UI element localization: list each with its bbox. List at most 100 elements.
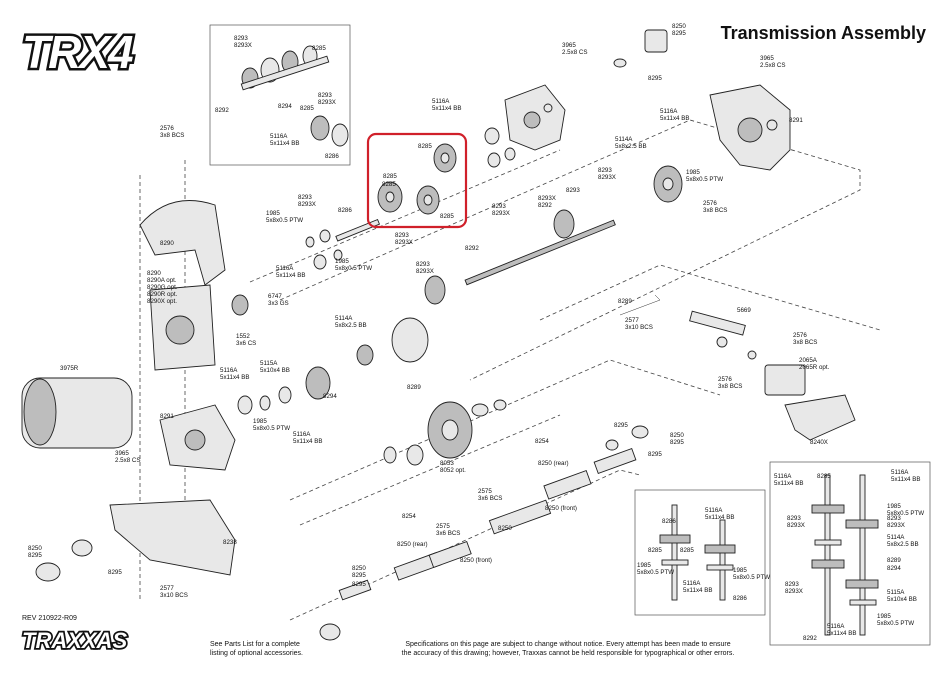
part-callout-label: 8290R opt.: [147, 291, 178, 298]
part-callout-label: 5669: [737, 307, 751, 314]
part-callout-label: 2065A: [799, 357, 818, 364]
part-callout-label: 5x11x4 BB: [660, 115, 689, 122]
highlight-box: [366, 132, 468, 229]
part-callout-label: 8250: [670, 432, 684, 439]
part-callout-label: 2575: [436, 523, 450, 530]
part-callout-label: 2577: [160, 585, 174, 592]
part-callout-label: 5x8x0.5 PTW: [733, 574, 770, 581]
part-callout-label: 8293: [416, 261, 430, 268]
page-title: Transmission Assembly: [721, 23, 926, 43]
part-callout-label: 8295: [108, 569, 122, 576]
inset-gear-stack: [240, 45, 349, 147]
part-callout-label: 8293: [887, 515, 901, 522]
part-callout-label: 8295: [614, 422, 628, 429]
part-callout-label: 8294: [278, 103, 292, 110]
part-callout-label: 5x11x4 BB: [705, 514, 734, 521]
part-callout-label: 8286: [733, 595, 747, 602]
part-callout-label: 3x8 BCS: [160, 132, 184, 139]
part-callout-label: 8285: [312, 45, 326, 52]
part-callout-label: 5116A: [683, 580, 701, 587]
part-callout-label: 8254: [535, 438, 549, 445]
part-callout-label: 3x10 BCS: [160, 592, 188, 599]
part-callout-label: 8292: [538, 202, 552, 209]
part-callout-label: 8286: [325, 153, 339, 160]
middle-drive-parts: [237, 317, 507, 466]
part-callout-label: 2576: [718, 376, 732, 383]
part-callout-label: 8293: [598, 167, 612, 174]
part-callout-label: 8285: [418, 143, 432, 150]
part-callout-label: 5x11x4 BB: [432, 105, 461, 112]
part-callout-label: 8293X: [538, 195, 556, 202]
part-callout-label: 3965: [760, 55, 774, 62]
part-callout-label: 8295: [672, 30, 686, 37]
part-callout-label: 8286: [662, 518, 676, 525]
part-callout-label: 8295: [28, 552, 42, 559]
part-callout-label: 5116A: [705, 507, 723, 514]
part-callout-label: 5x8x0.5 PTW: [335, 265, 372, 272]
part-callout-label: 8290X opt.: [147, 298, 177, 305]
part-callout-label: 8285: [817, 473, 831, 480]
part-callout-label: 8250: [498, 525, 512, 532]
part-callout-label: 8293: [566, 187, 580, 194]
part-callout-label: 8293X: [785, 588, 803, 595]
part-callout-label: 5116A: [432, 98, 450, 105]
part-callout-label: 8293: [318, 92, 332, 99]
traxxas-logo: TRAXXAS: [22, 628, 127, 653]
part-callout-label: 1985: [637, 562, 651, 569]
part-callout-label: 5116A: [220, 367, 238, 374]
part-callout-label: 8292: [215, 107, 229, 114]
parts-note-line-1: See Parts List for a complete: [210, 641, 300, 648]
disclaimer-line-1: Specifications on this page are subject …: [405, 641, 730, 648]
part-callout-label: 8293: [787, 515, 801, 522]
part-callout-label: 3965: [562, 42, 576, 49]
part-callout-label: 8053: [440, 460, 454, 467]
part-callout-label: 8285: [300, 105, 314, 112]
part-callout-label: 5x11x4 BB: [774, 480, 803, 487]
part-callout-label: 5115A: [887, 589, 905, 596]
driveshafts: [319, 425, 649, 641]
part-callout-label: 5x11x4 BB: [220, 374, 249, 381]
part-callout-label: 8294: [323, 393, 337, 400]
part-callout-label: 5116A: [891, 469, 909, 476]
part-callout-label: 8293X: [416, 268, 434, 275]
part-callout-label: 1985: [253, 418, 267, 425]
part-callout-label: 8293X: [598, 174, 616, 181]
part-callout-label: 5x8x2.5 BB: [335, 322, 367, 329]
part-callout-label: 5x11x4 BB: [891, 476, 920, 483]
part-callout-label: 8285: [648, 547, 662, 554]
motor-and-plates: [21, 200, 249, 582]
part-callout-label: 8293X: [234, 42, 252, 49]
upper-transmission-housing: [504, 29, 791, 203]
part-callout-label: 8292: [803, 635, 817, 642]
part-callout-label: 1552: [236, 333, 250, 340]
part-callout-label: 1985: [266, 210, 280, 217]
part-callout-label: 5x11x4 BB: [827, 630, 856, 637]
part-callout-label: 8250 (rear): [397, 541, 428, 548]
part-callout-label: 8290: [160, 240, 174, 247]
part-callout-label: 8286: [338, 207, 352, 214]
inset-lower-left-shafts: [659, 504, 736, 601]
part-callout-label: 5x8x0.5 PTW: [637, 569, 674, 576]
top-shaft-parts: [305, 127, 616, 305]
part-callout-label: 5115A: [260, 360, 278, 367]
part-callout-label: 3x3 GS: [268, 300, 289, 307]
part-callout-label: 5x8x0.5 PTW: [253, 425, 290, 432]
part-callout-label: 8250 (front): [460, 557, 492, 564]
part-callout-label: 8290A opt.: [147, 277, 177, 284]
part-callout-label: 5116A: [276, 265, 294, 272]
part-callout-label: 1985: [335, 258, 349, 265]
part-callout-label: 8250: [672, 23, 686, 30]
part-callout-label: 8052 opt.: [440, 467, 466, 474]
inset-box-gear-detail: [209, 24, 351, 166]
part-callout-label: 8293: [785, 581, 799, 588]
part-callout-label: 5x8x0.5 PTW: [887, 510, 924, 517]
part-callout-label: 8293: [492, 203, 506, 210]
part-callout-label: 1985: [733, 567, 747, 574]
